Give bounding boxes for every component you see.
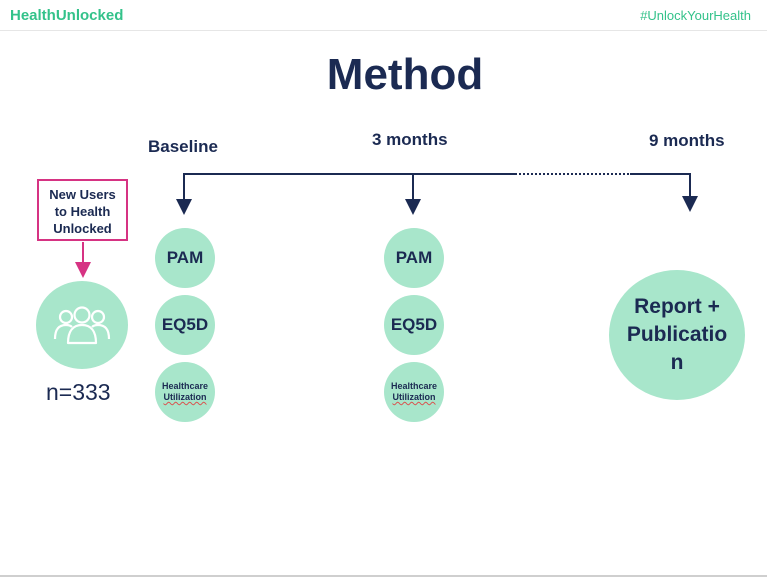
phase-label-3-months: 3 months	[372, 130, 448, 149]
three-months-eq5d-label: EQ5D	[390, 315, 438, 334]
brand-logo-text: HealthUnlocked	[10, 7, 124, 24]
baseline-healthcare-line-2: Utilization	[163, 392, 207, 402]
three-months-pam-circle: PAM	[384, 228, 444, 288]
baseline-healthcare-circle: Healthcare Utilization	[155, 362, 215, 422]
new-users-line-1: New Users	[49, 187, 116, 202]
slide-title: Method	[326, 50, 484, 99]
baseline-eq5d-label: EQ5D	[161, 315, 209, 334]
report-line-1: Report +	[634, 295, 720, 318]
baseline-eq5d-circle: EQ5D	[155, 295, 215, 355]
three-months-healthcare-line-2: Utilization	[392, 392, 436, 402]
hashtag-text: #UnlockYourHealth	[640, 8, 751, 23]
report-publication-circle: Report + Publicatio n	[609, 270, 745, 400]
new-users-line-2: to Health	[54, 204, 111, 219]
bottom-divider	[0, 575, 767, 577]
top-bar: HealthUnlocked #UnlockYourHealth	[0, 0, 767, 31]
three-months-eq5d-circle: EQ5D	[384, 295, 444, 355]
three-months-pam-label: PAM	[395, 248, 433, 267]
three-months-healthcare-circle: Healthcare Utilization	[384, 362, 444, 422]
baseline-pam-label: PAM	[166, 248, 204, 267]
baseline-pam-circle: PAM	[155, 228, 215, 288]
report-line-3: n	[670, 351, 684, 374]
users-circle	[36, 281, 128, 369]
report-line-2: Publicatio	[626, 323, 728, 346]
group-users-icon	[53, 306, 111, 345]
phase-label-baseline: Baseline	[148, 137, 218, 156]
user-count: n=333	[46, 379, 111, 405]
three-months-healthcare-line-1: Healthcare	[390, 381, 438, 391]
new-users-box: New Users to Health Unlocked	[37, 179, 128, 241]
baseline-healthcare-line-1: Healthcare	[161, 381, 209, 391]
new-users-line-3: Unlocked	[53, 221, 112, 236]
phase-label-9-months: 9 months	[649, 131, 725, 150]
